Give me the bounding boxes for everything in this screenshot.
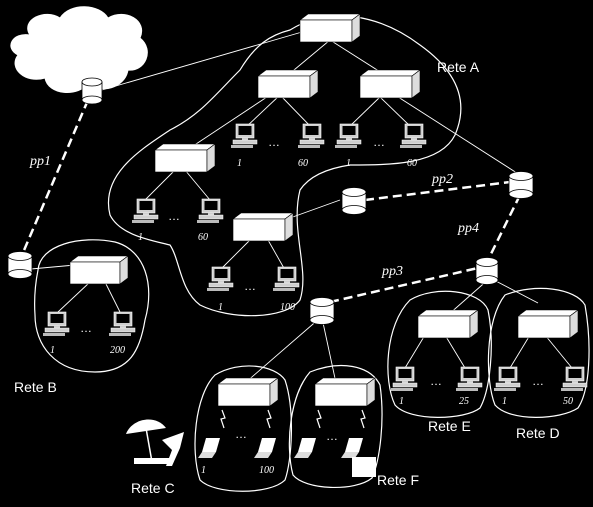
router-cloud bbox=[81, 77, 103, 105]
label-c-last: 100 bbox=[259, 465, 274, 476]
label-a-left-last: 60 bbox=[298, 158, 308, 169]
laptop-c-100 bbox=[254, 438, 276, 458]
label-rete-f: Rete F bbox=[377, 472, 419, 488]
ellipsis: … bbox=[326, 429, 338, 443]
switch-a-bottom bbox=[232, 212, 294, 242]
label-d-first: 1 bbox=[502, 396, 507, 407]
link-pp1 bbox=[20, 99, 90, 256]
ellipsis: … bbox=[373, 135, 385, 149]
label-a-bottom-last: 100 bbox=[280, 302, 295, 313]
ellipsis: … bbox=[268, 135, 280, 149]
router-cylinder-icon bbox=[7, 77, 534, 325]
switch-f bbox=[314, 377, 376, 407]
switch-a-west bbox=[154, 143, 216, 173]
switch-d bbox=[517, 309, 579, 339]
label-e-last: 25 bbox=[459, 396, 469, 407]
switch-a-left bbox=[257, 69, 319, 99]
pc-d-50 bbox=[560, 366, 588, 392]
rete-a-boundary bbox=[107, 15, 462, 317]
pc-b-200 bbox=[108, 311, 136, 337]
label-a-right-first: 1 bbox=[346, 158, 351, 169]
switch-c bbox=[217, 377, 279, 407]
label-a-west-last: 60 bbox=[198, 232, 208, 243]
label-pp4: pp4 bbox=[457, 221, 479, 236]
solid-links bbox=[19, 31, 573, 384]
switch-b bbox=[69, 255, 129, 285]
label-pp1: pp1 bbox=[29, 154, 51, 169]
label-c-first: 1 bbox=[201, 465, 206, 476]
link-pp3 bbox=[329, 266, 479, 304]
dashed-links bbox=[20, 99, 522, 304]
label-rete-a: Rete A bbox=[437, 59, 480, 75]
internet-cloud-icon bbox=[10, 6, 148, 94]
ellipsis: … bbox=[235, 427, 247, 441]
router-pp3-end bbox=[309, 297, 335, 325]
label-rete-b: Rete B bbox=[14, 379, 57, 395]
link-pp2 bbox=[364, 180, 511, 202]
pc-b-1 bbox=[42, 311, 70, 337]
label-d-last: 50 bbox=[563, 396, 573, 407]
rete-b-boundary bbox=[34, 239, 150, 373]
network-labels: Rete A Rete B Rete C Rete F Rete E Rete … bbox=[14, 59, 560, 496]
label-e-first: 1 bbox=[399, 396, 404, 407]
label-rete-c: Rete C bbox=[131, 480, 175, 496]
link-labels: pp1 pp2 pp4 pp3 bbox=[29, 154, 479, 279]
ellipsis: … bbox=[168, 209, 180, 223]
label-pp2: pp2 bbox=[431, 172, 453, 187]
switch-a-right bbox=[359, 69, 421, 99]
pc-e-1 bbox=[390, 366, 418, 392]
rete-d-boundary bbox=[487, 287, 590, 418]
router-pp4-end bbox=[475, 257, 499, 285]
ellipsis: … bbox=[532, 374, 544, 388]
rete-f-boundary bbox=[288, 365, 383, 488]
ellipsis: … bbox=[430, 374, 442, 388]
laptop-f-n bbox=[341, 438, 363, 458]
router-pp2-end bbox=[508, 171, 534, 199]
laptop-c-1 bbox=[198, 438, 220, 458]
rete-e-boundary bbox=[387, 290, 492, 418]
beach-umbrella-icon bbox=[126, 419, 184, 466]
label-rete-e: Rete E bbox=[428, 418, 471, 434]
switch-box-icon bbox=[69, 13, 579, 407]
label-a-right-last: 60 bbox=[407, 158, 417, 169]
host-count-labels: 1 60 1 60 1 60 1 100 1 200 1 100 1 25 1 … bbox=[50, 158, 573, 476]
label-b-first: 1 bbox=[50, 345, 55, 356]
pc-a-bottom-1 bbox=[206, 266, 234, 292]
pc-a-bottom-100 bbox=[272, 266, 300, 292]
pc-a-right-60 bbox=[399, 123, 427, 149]
laptop-icon bbox=[198, 438, 376, 477]
pc-a-right-1 bbox=[334, 123, 362, 149]
router-b bbox=[7, 251, 33, 279]
router-a bbox=[341, 187, 367, 215]
pc-a-west-1 bbox=[131, 198, 159, 224]
label-rete-d: Rete D bbox=[516, 425, 560, 441]
ellipsis: … bbox=[80, 321, 92, 335]
ellipsis: … bbox=[244, 279, 256, 293]
wireless-links bbox=[220, 409, 366, 429]
label-pp3: pp3 bbox=[381, 264, 403, 279]
rete-c-boundary bbox=[194, 365, 293, 492]
rete-f-box bbox=[352, 457, 376, 477]
pc-e-25 bbox=[455, 366, 483, 392]
link-pp4 bbox=[486, 194, 522, 261]
ellipsis-group: … … … … … … … … … bbox=[80, 135, 544, 443]
pc-d-1 bbox=[493, 366, 521, 392]
label-b-last: 200 bbox=[110, 345, 125, 356]
label-a-bottom-first: 1 bbox=[218, 302, 223, 313]
label-a-left-first: 1 bbox=[237, 158, 242, 169]
pc-a-left-1 bbox=[230, 123, 258, 149]
laptop-f-1 bbox=[294, 438, 316, 458]
label-a-west-first: 1 bbox=[138, 232, 143, 243]
switch-a-top bbox=[299, 13, 361, 43]
pc-a-west-60 bbox=[196, 198, 224, 224]
pc-a-left-60 bbox=[297, 123, 325, 149]
switch-e bbox=[417, 309, 479, 339]
